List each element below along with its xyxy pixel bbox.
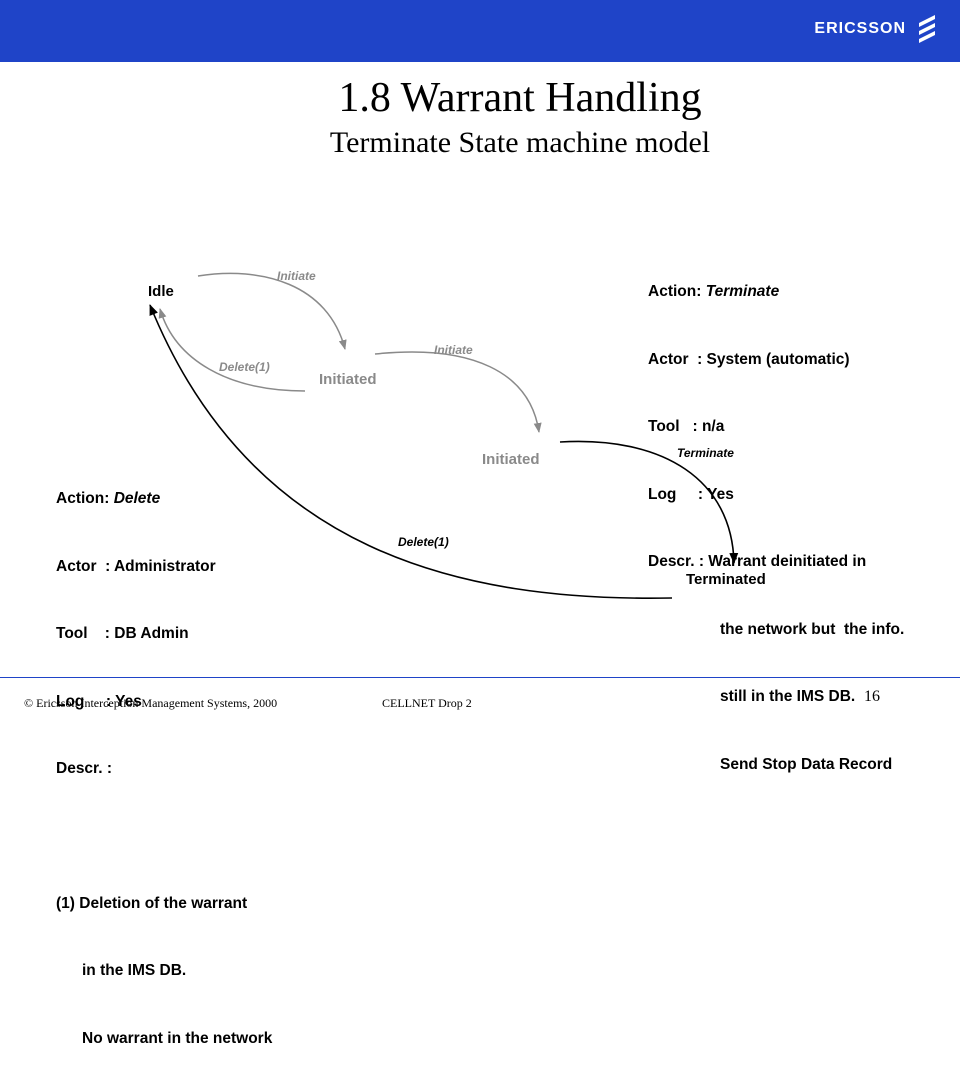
delete-descr: Descr. :	[56, 760, 113, 777]
page-number: 16	[864, 688, 880, 705]
label-initiate-2: Initiate	[434, 343, 473, 357]
state-idle: Idle	[148, 283, 174, 300]
terminate-descr-2: the network but the info.	[720, 620, 905, 638]
terminate-descr-4: Send Stop Data Record	[720, 755, 893, 773]
terminate-descr-3: still in the IMS DB.	[720, 688, 856, 705]
delete-spacer	[56, 826, 272, 848]
page-subtitle: Terminate State machine model	[329, 126, 711, 159]
delete-item-2: in the IMS DB.	[82, 962, 187, 979]
delete-tool: Tool : DB Admin	[56, 625, 189, 642]
terminate-log: Log : Yes	[648, 485, 734, 503]
state-terminated: Terminated	[686, 571, 766, 588]
edge-delete-initiated-to-idle	[158, 308, 306, 392]
page-title: 1.8 Warrant Handling	[338, 75, 702, 121]
footer-doc: CELLNET Drop 2	[382, 696, 472, 710]
label-initiate-1: Initiate	[277, 269, 316, 283]
edge-initiate-initiated-to-initiated	[374, 351, 542, 433]
terminate-info-box: Action: Terminate Actor : System (automa…	[648, 236, 904, 799]
delete-actor: Actor : Administrator	[56, 557, 216, 575]
label-terminate: Terminate	[677, 446, 734, 460]
ericsson-logo: ERICSSON	[814, 14, 938, 44]
terminate-tool: Tool : n/a	[648, 418, 725, 435]
terminate-descr: Descr. : Warrant deinitiated in	[648, 553, 867, 570]
delete-item-1: (1) Deletion of the warrant	[56, 894, 248, 912]
state-initiated-2: Initiated	[482, 451, 540, 468]
footer-divider	[0, 677, 960, 678]
footer-copyright: © Ericsson Interception Management Syste…	[24, 696, 278, 710]
terminate-action: Action: Terminate	[648, 283, 780, 300]
delete-action: Action: Delete	[56, 490, 161, 507]
edge-initiate-idle-to-initiated	[197, 272, 347, 350]
state-diagram	[149, 272, 739, 600]
edge-delete-terminated-to-idle	[149, 304, 673, 600]
delete-item-3: No warrant in the network	[82, 1029, 273, 1047]
label-delete-2: Delete(1)	[398, 535, 449, 549]
brand-name: ERICSSON	[814, 20, 906, 37]
state-initiated-1: Initiated	[319, 371, 377, 388]
delete-log: Log : Yes	[56, 692, 142, 710]
edge-terminate	[559, 440, 739, 564]
delete-info-box: Action: Delete Actor : Administrator Too…	[56, 443, 272, 1073]
header-bar: ERICSSON	[0, 0, 960, 62]
label-delete-1: Delete(1)	[219, 360, 270, 374]
terminate-actor: Actor : System (automatic)	[648, 350, 850, 368]
ericsson-logo-icon	[919, 15, 935, 43]
